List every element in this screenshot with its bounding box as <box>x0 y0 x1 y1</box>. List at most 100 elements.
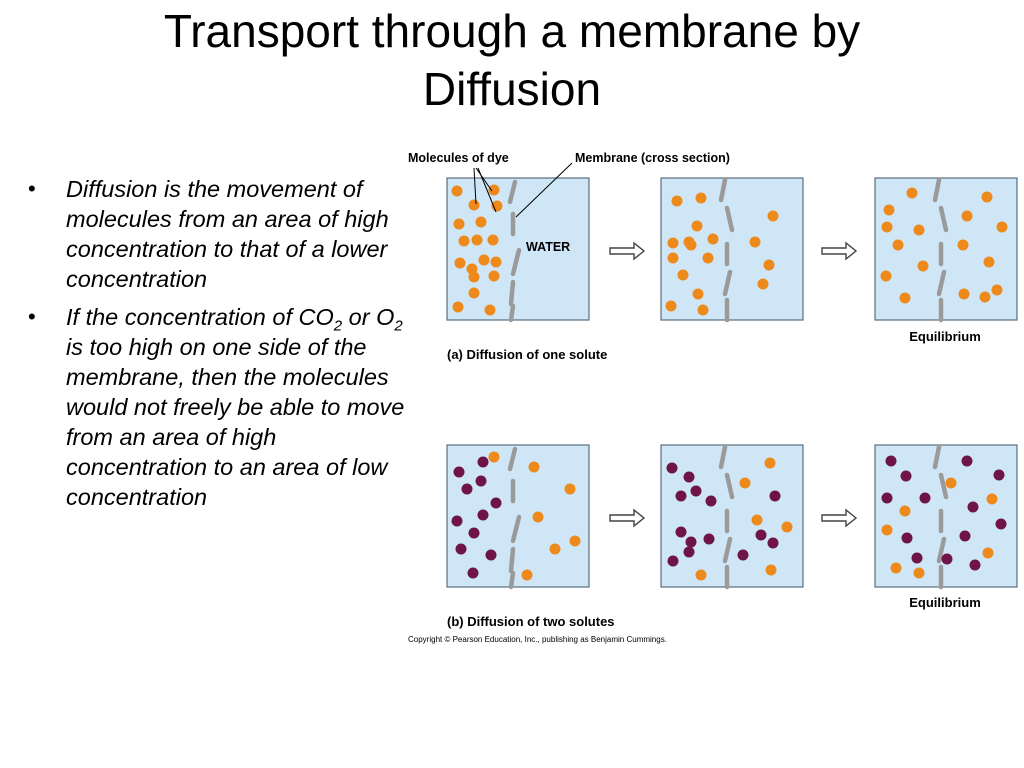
purple-solute-molecule <box>467 567 479 579</box>
dye-molecule <box>880 270 892 282</box>
dye-leader-3 <box>477 167 497 213</box>
dye-molecule <box>899 292 911 304</box>
dye-molecule <box>665 300 677 312</box>
membrane-segment <box>936 269 947 297</box>
purple-solute-molecule <box>675 490 687 502</box>
arrow-b-2 <box>821 508 858 528</box>
purple-solute-molecule <box>995 518 1007 530</box>
dye-molecule <box>451 185 463 197</box>
purple-solute-molecule <box>919 492 931 504</box>
bullet-diffusion-definition: Diffusion is the movement of molecules f… <box>22 174 407 294</box>
purple-solute-molecule <box>683 546 695 558</box>
membrane-segment <box>938 472 949 500</box>
arrow-a-1 <box>609 241 646 261</box>
dye-molecule <box>763 259 775 271</box>
dye-molecule <box>490 256 502 268</box>
membrane-segment <box>938 205 949 233</box>
title-line-2: Diffusion <box>422 63 602 115</box>
dye-molecule <box>452 301 464 313</box>
dye-molecule <box>883 204 895 216</box>
dye-molecule <box>982 547 994 559</box>
purple-solute-molecule <box>461 483 473 495</box>
dye-molecule <box>890 562 902 574</box>
purple-solute-molecule <box>485 549 497 561</box>
dye-molecule <box>945 477 957 489</box>
dye-molecule <box>991 284 1003 296</box>
purple-solute-molecule <box>690 485 702 497</box>
purple-solute-molecule <box>941 553 953 565</box>
purple-solute-molecule <box>961 455 973 467</box>
dye-molecule <box>996 221 1008 233</box>
purple-solute-molecule <box>703 533 715 545</box>
purple-solute-molecule <box>901 532 913 544</box>
dye-molecule <box>781 521 793 533</box>
label-molecules-of-dye: Molecules of dye <box>408 151 509 165</box>
dye-molecule <box>707 233 719 245</box>
dye-molecule <box>979 291 991 303</box>
purple-solute-molecule <box>453 466 465 478</box>
dye-molecule <box>528 461 540 473</box>
dye-molecule <box>683 236 695 248</box>
dye-molecule <box>981 191 993 203</box>
purple-solute-molecule <box>667 555 679 567</box>
membrane-segment <box>507 179 518 205</box>
dye-molecule <box>478 254 490 266</box>
purple-solute-molecule <box>451 515 463 527</box>
membrane-segment <box>724 205 735 233</box>
dye-molecule <box>454 257 466 269</box>
dye-molecule <box>466 263 478 275</box>
membrane-segment <box>722 269 733 297</box>
membrane-segment <box>510 247 522 277</box>
arrow-a-2 <box>821 241 858 261</box>
purple-solute-molecule <box>683 471 695 483</box>
dye-molecule <box>899 505 911 517</box>
water-panel-2 <box>660 177 804 321</box>
dye-molecule <box>667 237 679 249</box>
purple-solute-molecule <box>767 537 779 549</box>
membrane-segment <box>936 536 947 564</box>
label-equilibrium-b: Equilibrium <box>909 595 981 610</box>
dye-molecule <box>881 524 893 536</box>
copyright-note: Copyright © Pearson Education, Inc., pub… <box>408 635 667 644</box>
membrane-segment <box>932 177 942 203</box>
dye-molecule <box>667 252 679 264</box>
dye-molecule <box>917 260 929 272</box>
purple-solute-molecule <box>477 456 489 468</box>
membrane-segment <box>508 303 516 323</box>
membrane-segment <box>722 536 733 564</box>
dye-molecule <box>677 269 689 281</box>
dye-molecule <box>983 256 995 268</box>
dye-molecule <box>695 192 707 204</box>
dye-molecule <box>765 564 777 576</box>
purple-solute-molecule <box>468 527 480 539</box>
dye-molecule <box>458 235 470 247</box>
purple-solute-molecule <box>900 470 912 482</box>
dye-molecule <box>892 239 904 251</box>
purple-solute-molecule <box>737 549 749 561</box>
dye-molecule <box>913 224 925 236</box>
membrane-segment <box>718 177 728 203</box>
dye-molecule <box>521 569 533 581</box>
dye-molecule <box>695 569 707 581</box>
purple-solute-molecule <box>685 536 697 548</box>
arrow-b-1 <box>609 508 646 528</box>
dye-molecule <box>484 304 496 316</box>
dye-molecule <box>471 234 483 246</box>
dye-molecule <box>757 278 769 290</box>
dye-molecule <box>487 234 499 246</box>
title-line-1: Transport through a membrane by <box>163 5 861 57</box>
membrane-segment <box>508 570 516 590</box>
dye-molecule <box>671 195 683 207</box>
dye-molecule <box>906 187 918 199</box>
purple-solute-molecule <box>475 475 487 487</box>
dye-molecule <box>692 288 704 300</box>
purple-solute-molecule <box>959 530 971 542</box>
purple-solute-molecule <box>705 495 717 507</box>
dye-molecule <box>913 567 925 579</box>
purple-solute-molecule <box>993 469 1005 481</box>
dye-molecule <box>488 270 500 282</box>
water-panel-5 <box>660 444 804 588</box>
purple-solute-molecule <box>455 543 467 555</box>
dye-molecule <box>453 218 465 230</box>
membrane-segment <box>718 444 728 470</box>
